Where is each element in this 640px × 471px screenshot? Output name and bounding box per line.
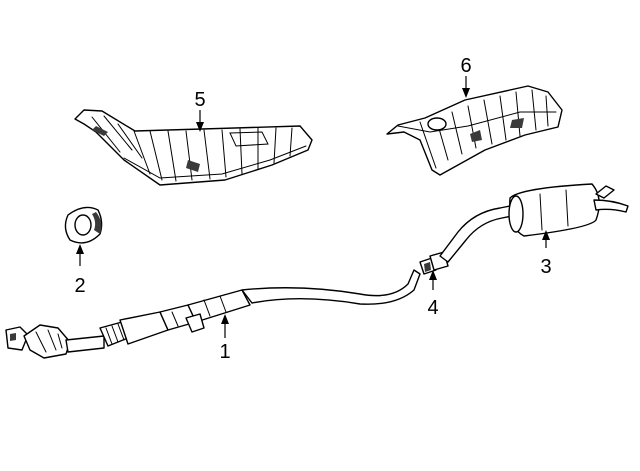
callout-6: 6 xyxy=(460,55,472,98)
front-heat-shield xyxy=(74,109,313,186)
callout-5-label: 5 xyxy=(194,89,205,111)
callout-5: 5 xyxy=(194,89,206,132)
callout-3: 3 xyxy=(540,230,552,278)
rear-muffler-assembly xyxy=(439,183,629,263)
callout-3-label: 3 xyxy=(540,256,551,278)
callout-2: 2 xyxy=(74,244,86,297)
rear-heat-shield xyxy=(386,85,563,176)
gasket-ring xyxy=(64,206,103,244)
callout-2-label: 2 xyxy=(74,275,85,297)
front-exhaust-pipe xyxy=(5,269,421,359)
callout-4-label: 4 xyxy=(427,297,438,319)
callout-6-label: 6 xyxy=(460,55,471,77)
pipe-clamp xyxy=(419,251,449,275)
callout-4: 4 xyxy=(427,270,439,319)
callout-1: 1 xyxy=(219,314,231,363)
callout-1-label: 1 xyxy=(219,341,230,363)
